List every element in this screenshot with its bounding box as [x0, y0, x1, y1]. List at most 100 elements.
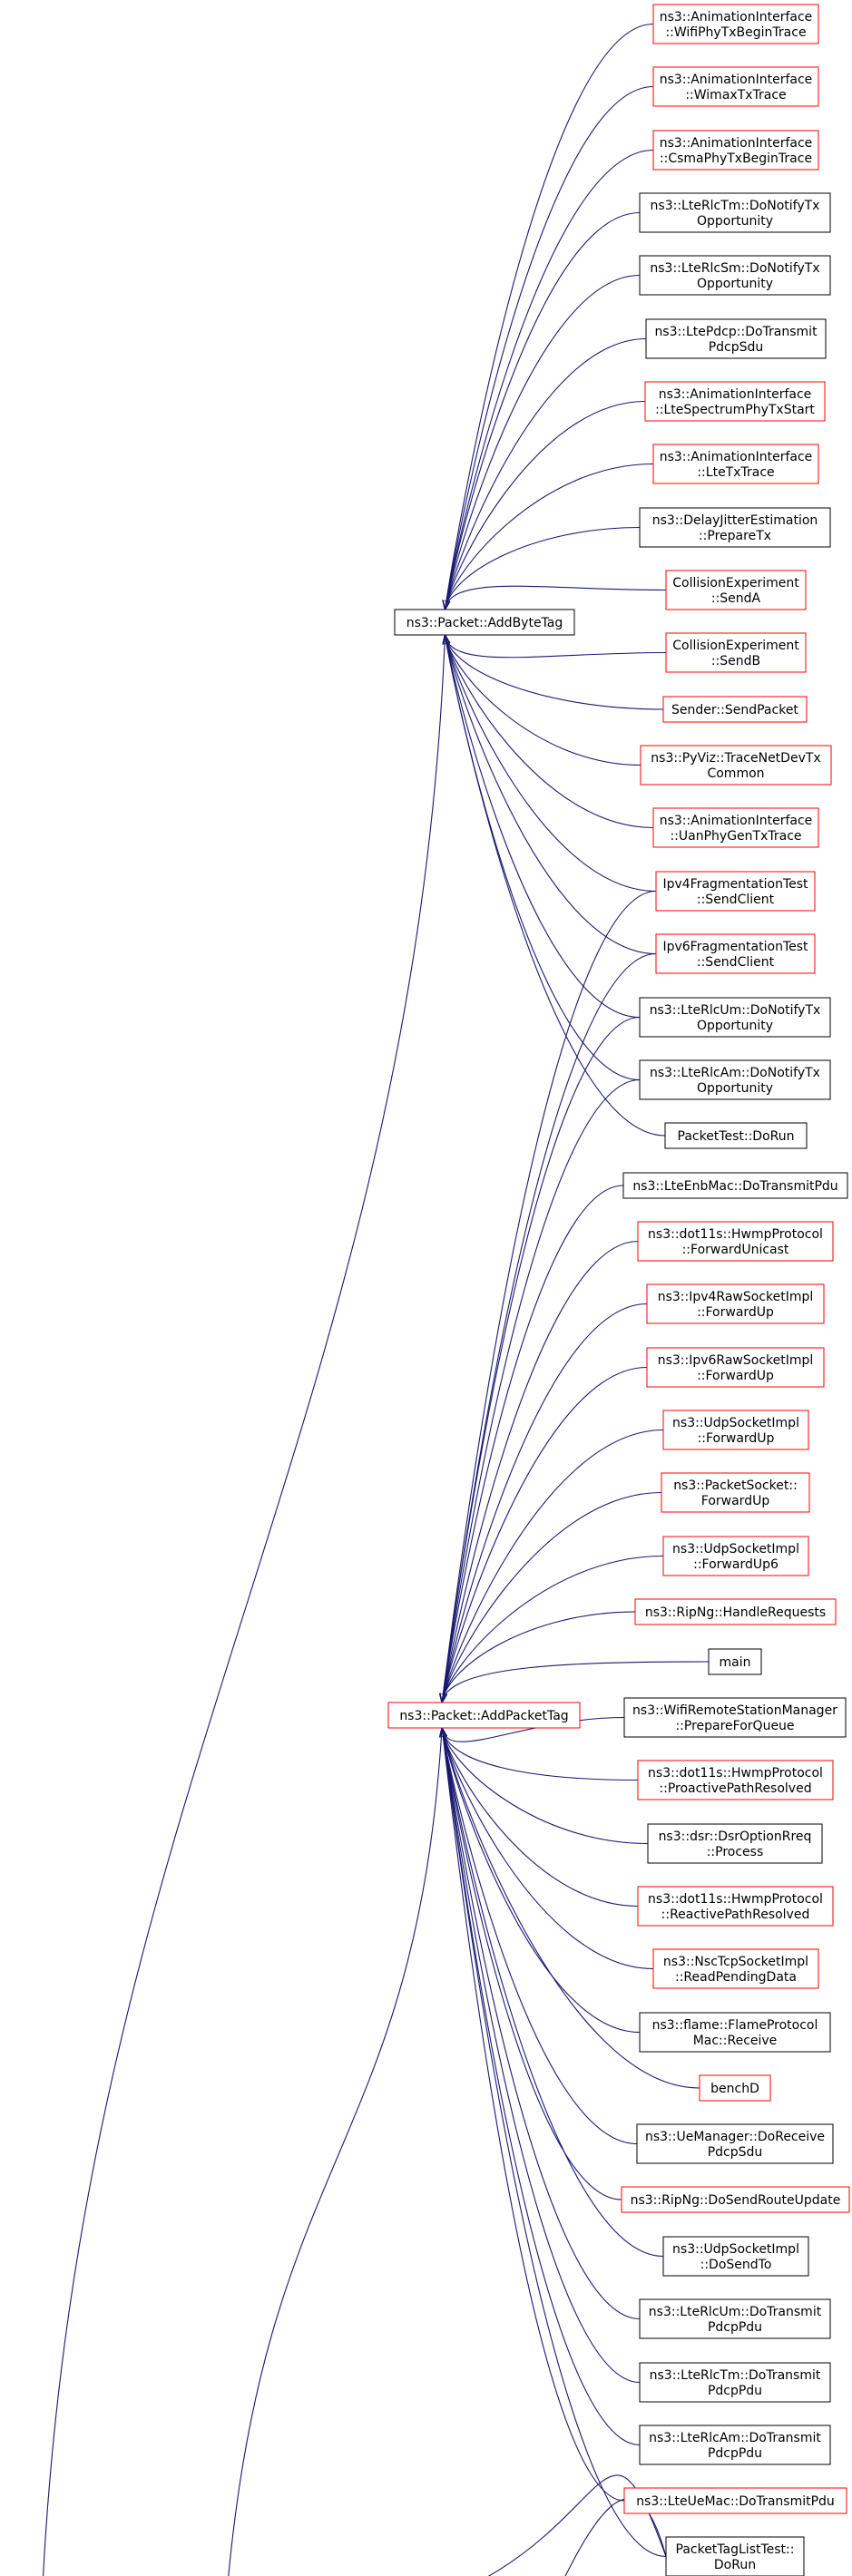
node-box — [655, 933, 816, 974]
node-delayjitter-preparetx[interactable]: ns3::DelayJitterEstimation::PrepareTx — [639, 507, 831, 548]
node-label-line: ns3::RipNg::HandleRequests — [645, 1605, 826, 1620]
edge-lterlcsm_donotify-to-packet_addbytetag — [445, 274, 641, 610]
node-label-line: ns3::AnimationInterface — [660, 73, 813, 87]
edge-lterlctm_dotransmit-to-packet_addpackettag — [442, 1728, 641, 2384]
node-label-line: ns3::LteRlcSm::DoNotifyTx — [650, 261, 819, 276]
node-main[interactable]: main — [708, 1648, 762, 1675]
node-label-line: ::DoSendTo — [700, 2258, 772, 2272]
node-hwmp-forwardunicast[interactable]: ns3::dot11s::HwmpProtocol::ForwardUnicas… — [637, 1221, 834, 1262]
node-nsctcp-readpending[interactable]: ns3::NscTcpSocketImpl::ReadPendingData — [652, 1948, 819, 1989]
node-box — [662, 2236, 809, 2277]
node-label-line: ns3::dot11s::HwmpProtocol — [648, 1227, 823, 1242]
node-label-line: PdcpSdu — [709, 340, 764, 355]
node-sender-sendpacket[interactable]: Sender::SendPacket — [662, 696, 808, 723]
node-box — [639, 192, 831, 233]
node-ripng-handlerequests[interactable]: ns3::RipNg::HandleRequests — [634, 1598, 837, 1625]
node-ai-ltespectrum[interactable]: ns3::AnimationInterface::LteSpectrumPhyT… — [644, 381, 826, 422]
edge-hwmp_proactive-to-packet_addpackettag — [442, 1728, 639, 1781]
edge-lteenbmac_dotransmit-to-packet_addpackettag — [442, 1185, 624, 1703]
node-box — [639, 507, 831, 548]
node-label-line: ns3::DelayJitterEstimation — [652, 513, 818, 528]
node-box — [664, 1122, 808, 1149]
node-hwmp-proactive[interactable]: ns3::dot11s::HwmpProtocol::ProactivePath… — [637, 1760, 834, 1800]
edge-packetsocket_forwardup-to-packet_addpackettag — [442, 1491, 662, 1703]
node-label-line: ::WifiPhyTxBeginTrace — [665, 25, 806, 40]
node-ripng-dosendroute[interactable]: ns3::RipNg::DoSendRouteUpdate — [621, 2186, 850, 2213]
node-label-line: ns3::AnimationInterface — [660, 10, 813, 24]
node-collision-senda[interactable]: CollisionExperiment::SendA — [665, 570, 807, 610]
node-lteenbmac-dotransmit[interactable]: ns3::LteEnbMac::DoTransmitPdu — [622, 1172, 848, 1199]
node-benchd[interactable]: benchD — [699, 2074, 771, 2102]
edge-benchd-to-packet_addpackettag — [442, 1728, 700, 2089]
node-label-line: Opportunity — [697, 1019, 773, 1033]
node-box — [639, 255, 831, 296]
node-ipv6frag-sendclient[interactable]: Ipv6FragmentationTest::SendClient — [655, 933, 816, 974]
node-label-line: ::UanPhyGenTxTrace — [670, 829, 801, 844]
edge-ptlt_dorun-to-ptl_add — [487, 2474, 667, 2576]
node-dsr-optionrreq[interactable]: ns3::dsr::DsrOptionRreq::Process — [647, 1823, 823, 1864]
edge-lteuemac_dotransmit-to-packet_addpackettag — [442, 1728, 625, 2502]
node-wifirsm-prepareforqueue[interactable]: ns3::WifiRemoteStationManager::PrepareFo… — [623, 1697, 847, 1738]
node-label-line: ns3::LteRlcAm::DoNotifyTx — [650, 1066, 820, 1080]
node-udpsocket-dosendto[interactable]: ns3::UdpSocketImpl::DoSendTo — [662, 2236, 809, 2277]
node-ipv4frag-sendclient[interactable]: Ipv4FragmentationTest::SendClient — [655, 871, 816, 912]
node-packet-addpackettag[interactable]: ns3::Packet::AddPacketTag — [387, 1702, 581, 1729]
node-ai-uanphygen[interactable]: ns3::AnimationInterface::UanPhyGenTxTrac… — [652, 807, 819, 848]
node-label-line: Opportunity — [697, 214, 773, 229]
edge-packet_addpackettag-to-ptl_add — [228, 1727, 443, 2576]
node-packettest-dorun[interactable]: PacketTest::DoRun — [664, 1122, 808, 1149]
node-ai-wimaxtx[interactable]: ns3::AnimationInterface::WimaxTxTrace — [652, 66, 819, 107]
node-box — [634, 1598, 837, 1625]
node-label-line: ns3::PyViz::TraceNetDevTx — [651, 751, 820, 766]
edge-lterlcam_donotify-to-packet_addbytetag — [445, 635, 641, 1081]
node-box — [662, 1536, 809, 1576]
edge-ltepdcp_dotransmit-to-packet_addbytetag — [445, 337, 647, 610]
edge-wifirsm_prepareforqueue-to-packet_addpackettag — [442, 1716, 625, 1742]
node-box — [637, 1886, 834, 1927]
node-collision-sendb[interactable]: CollisionExperiment::SendB — [665, 632, 807, 673]
node-packet-addbytetag[interactable]: ns3::Packet::AddByteTag — [394, 609, 575, 636]
node-udpsocket-forwardup6[interactable]: ns3::UdpSocketImpl::ForwardUp6 — [662, 1536, 809, 1576]
node-box — [637, 1221, 834, 1262]
node-box — [662, 696, 808, 723]
node-hwmp-reactive[interactable]: ns3::dot11s::HwmpProtocol::ReactivePathR… — [637, 1886, 834, 1927]
node-ipv4raw-forwardup[interactable]: ns3::Ipv4RawSocketImpl::ForwardUp — [646, 1283, 825, 1324]
node-label-line: PdcpPdu — [708, 2446, 762, 2461]
node-label-line: ns3::LteRlcUm::DoTransmit — [649, 2305, 822, 2319]
edge-ai_uanphygen-to-packet_addbytetag — [445, 635, 654, 829]
node-label-line: CollisionExperiment — [672, 639, 799, 653]
node-label-line: ns3::AnimationInterface — [660, 814, 813, 828]
node-label-line: ns3::LteRlcAm::DoTransmit — [649, 2431, 821, 2445]
node-udpsocket-forwardup[interactable]: ns3::UdpSocketImpl::ForwardUp — [662, 1410, 809, 1450]
node-ptlt-dorun[interactable]: PacketTagListTest::DoRun — [665, 2536, 805, 2576]
node-ipv6raw-forwardup[interactable]: ns3::Ipv6RawSocketImpl::ForwardUp — [646, 1347, 825, 1388]
node-packetsocket-forwardup[interactable]: ns3::PacketSocket::ForwardUp — [661, 1472, 810, 1513]
node-box — [662, 1410, 809, 1450]
node-label-line: ns3::RipNg::DoSendRouteUpdate — [631, 2193, 841, 2208]
node-label-line: Opportunity — [697, 277, 773, 291]
node-box — [652, 130, 819, 171]
node-label-line: Opportunity — [697, 1081, 773, 1096]
edge-lterlcum_donotify-to-packet_addbytetag — [445, 635, 641, 1019]
node-label-line: ns3::AnimationInterface — [660, 450, 813, 464]
node-lteuemac-dotransmit[interactable]: ns3::LteUeMac::DoTransmitPdu — [623, 2487, 847, 2514]
node-label-line: ::SendClient — [697, 955, 775, 970]
node-ai-csmaphytx[interactable]: ns3::AnimationInterface::CsmaPhyTxBeginT… — [652, 130, 819, 171]
node-ai-wifiphytx[interactable]: ns3::AnimationInterface::WifiPhyTxBeginT… — [652, 4, 819, 44]
node-box — [645, 318, 827, 359]
node-label-line: ::WimaxTxTrace — [685, 88, 786, 102]
node-label-line: ::CsmaPhyTxBeginTrace — [660, 151, 812, 166]
node-ai-ltetx[interactable]: ns3::AnimationInterface::LteTxTrace — [652, 444, 819, 484]
